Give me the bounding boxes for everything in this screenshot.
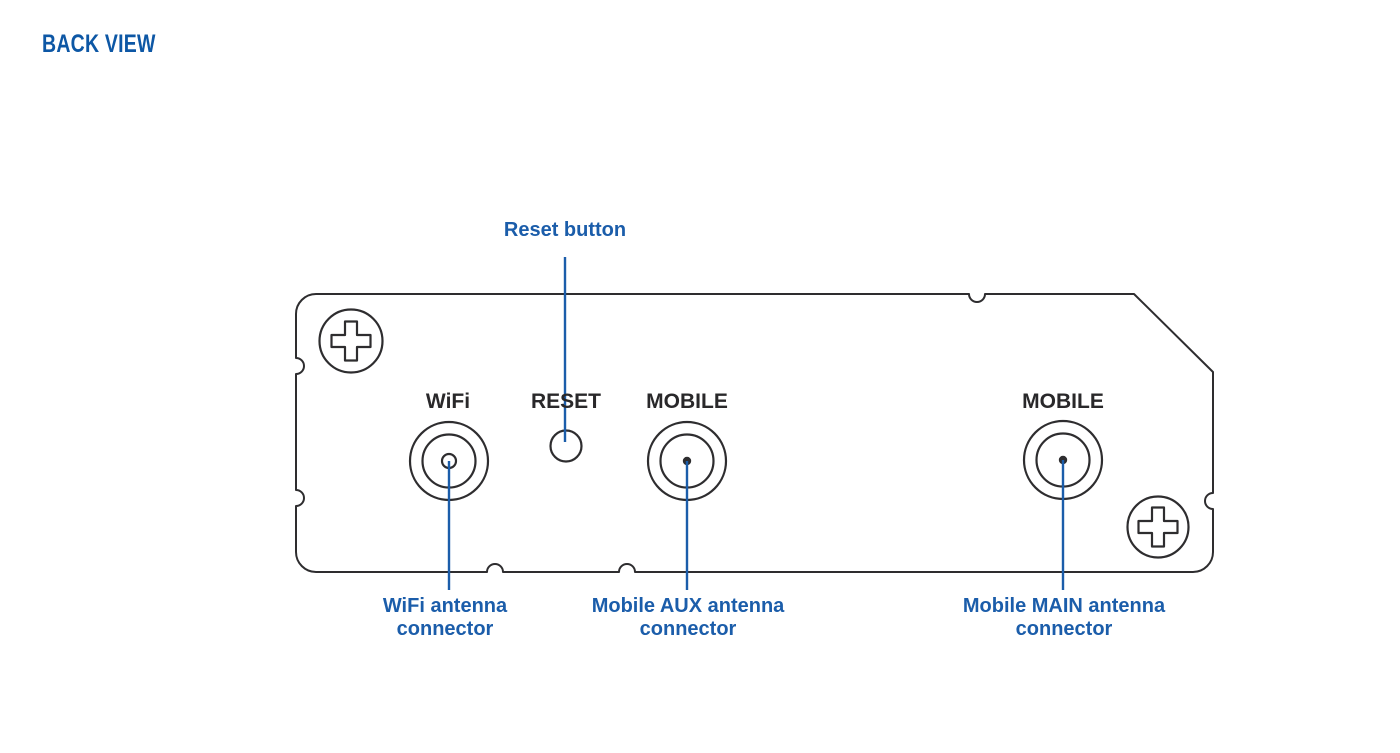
page-title: BACK VIEW: [42, 30, 156, 58]
device-panel-outline: [295, 293, 1214, 573]
wifi-port-label: WiFi: [425, 390, 471, 413]
phillips-screw-icon-bottom-right: [1126, 495, 1190, 559]
mobile-main-callout-label: Mobile MAIN antenna connector: [962, 595, 1166, 641]
mobile-aux-port-label: MOBILE: [646, 390, 728, 413]
mobile-aux-callout-label: Mobile AUX antenna connector: [591, 595, 785, 641]
phillips-screw-icon-top-left: [318, 308, 384, 374]
callout-leader-lines: [447, 257, 1065, 590]
reset-callout-label: Reset button: [503, 219, 627, 241]
reset-port-label: RESET: [530, 390, 602, 413]
wifi-callout-label: WiFi antenna connector: [382, 595, 508, 641]
mobile-main-port-label: MOBILE: [1022, 390, 1104, 413]
